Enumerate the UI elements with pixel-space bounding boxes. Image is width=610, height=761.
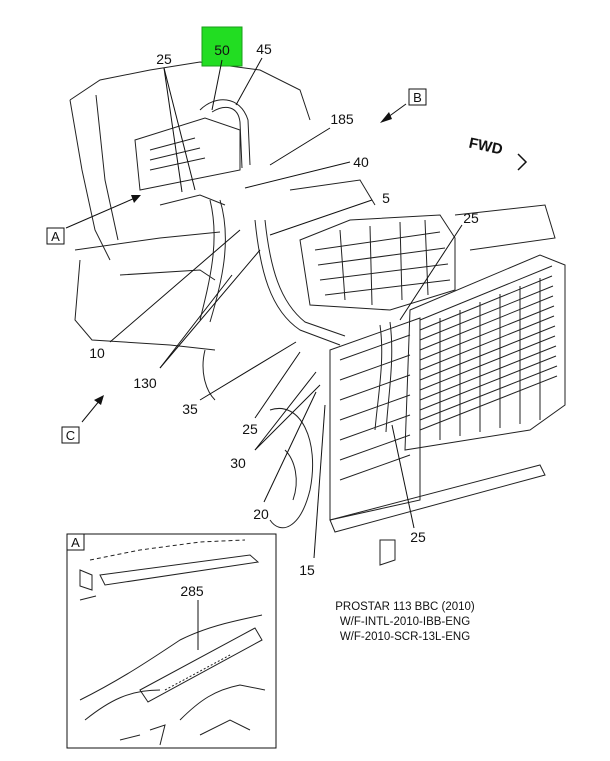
fwd-indicator: FWD [467, 135, 528, 171]
callout-285[interactable]: 285 [180, 583, 204, 599]
callout-15[interactable]: 15 [299, 562, 315, 578]
engine-illustration [69, 61, 566, 566]
callout-5[interactable]: 5 [382, 190, 390, 206]
callout-25[interactable]: 25 [156, 51, 172, 67]
caption-line-3: W/F-2010-SCR-13L-ENG [339, 631, 471, 643]
inset-view-label-a[interactable]: A [71, 535, 80, 550]
highlight-box-50[interactable] [201, 26, 243, 67]
callout-130[interactable]: 130 [133, 375, 157, 391]
fwd-arrow-icon [517, 153, 528, 171]
caption-line-1: PROSTAR 113 BBC (2010) [335, 601, 475, 613]
caption-line-2: W/F-INTL-2010-IBB-ENG [339, 616, 471, 628]
callout-185[interactable]: 185 [330, 111, 354, 127]
callout-45[interactable]: 45 [256, 41, 272, 57]
callout-25[interactable]: 25 [242, 421, 258, 437]
callout-20[interactable]: 20 [253, 506, 269, 522]
model-caption: PROSTAR 113 BBC (2010) W/F-INTL-2010-IBB… [310, 600, 500, 645]
view-indicator-b: B [380, 88, 427, 123]
inset-detail-a: A 285 [66, 533, 277, 749]
view-label-a[interactable]: A [51, 229, 60, 244]
leader-lines [109, 57, 463, 559]
view-label-c[interactable]: C [66, 428, 75, 443]
callout-numbers: 25 45 185 40 5 25 10 130 35 25 30 20 15 … [89, 41, 479, 578]
callout-50[interactable]: 50 [214, 42, 230, 58]
view-label-b[interactable]: B [413, 90, 422, 105]
callout-25[interactable]: 25 [410, 529, 426, 545]
callout-25[interactable]: 25 [463, 210, 479, 226]
view-indicator-c: C [61, 395, 104, 444]
callout-40[interactable]: 40 [353, 154, 369, 170]
callout-35[interactable]: 35 [182, 401, 198, 417]
fwd-label: FWD [467, 135, 504, 159]
callout-30[interactable]: 30 [230, 455, 246, 471]
callout-10[interactable]: 10 [89, 345, 105, 361]
view-indicator-a: A [46, 195, 141, 245]
